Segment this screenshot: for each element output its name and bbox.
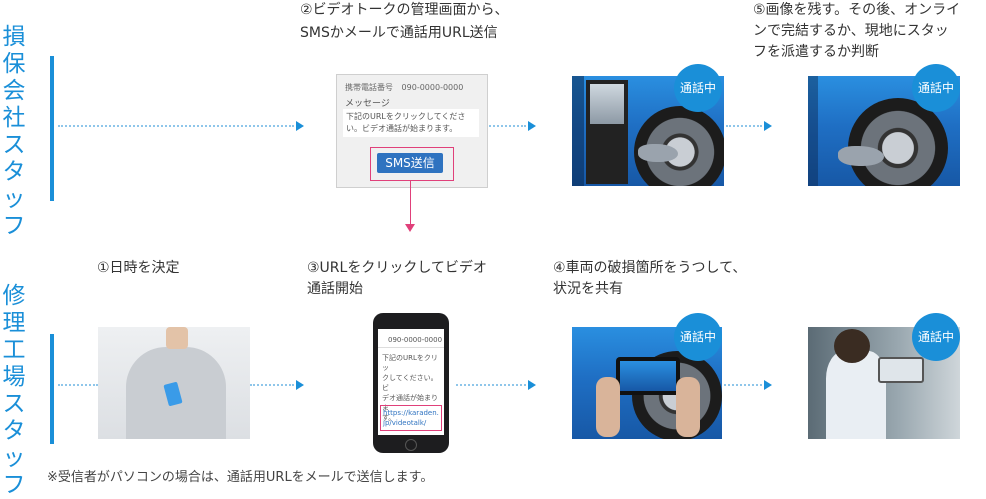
in-call-badge: 通話中 — [912, 64, 960, 112]
captured-image-photo — [808, 76, 960, 186]
url-highlight — [380, 405, 442, 431]
phone-label-text: 携帯電話番号 — [345, 83, 393, 92]
operator-avatar — [590, 84, 624, 124]
person-neck-image — [166, 327, 188, 349]
sms-video-link-line-2: jp/videotalk/ — [383, 419, 427, 427]
phone-number-label: 携帯電話番号 090-0000-0000 — [345, 82, 463, 93]
connector-dots — [58, 384, 98, 386]
sms-send-button[interactable]: SMS送信 — [377, 153, 443, 173]
arrow-right-icon — [296, 380, 304, 390]
step-5-line-2: ンで完結するか、現地にスタッ — [753, 23, 949, 39]
arrow-right-icon — [764, 380, 772, 390]
smartphone-icon — [878, 357, 924, 383]
sms-phone-number: 090-0000-0000 — [388, 336, 443, 344]
step-2-line-2: SMSかメールで通話用URL送信 — [300, 25, 498, 41]
divider — [378, 347, 444, 348]
smartphone: 090-0000-0000 下記のURLをクリッ クしてください。ビ デオ通話が… — [373, 313, 449, 453]
step-1-caption: ①日時を決定 — [97, 260, 180, 276]
staff-viewing-phone-photo — [808, 327, 960, 439]
row-label-repair-staff: 修理工場スタッフ — [2, 283, 26, 498]
arrow-right-icon — [528, 380, 536, 390]
smartphone-screen: 090-0000-0000 下記のURLをクリッ クしてください。ビ デオ通話が… — [378, 329, 444, 435]
step-5-line-1: ⑤画像を残す。その後、オンライ — [753, 2, 961, 18]
message-text-line-2: い。ビデオ通話が始まります。 — [346, 124, 458, 133]
in-call-badge: 通話中 — [674, 313, 722, 361]
message-text-line-1: 下記のURLをクリックしてくださ — [346, 112, 466, 121]
step-4-line-2: 状況を共有 — [553, 281, 623, 297]
sms-video-link[interactable]: https://karaden. jp/videotalk/ — [383, 408, 439, 428]
step-3-line-1: ③URLをクリックしてビデオ — [307, 260, 487, 276]
arrow-right-icon — [764, 121, 772, 131]
connector-dots — [726, 125, 762, 127]
arrow-down-icon — [405, 224, 415, 232]
left-hand-image — [596, 377, 620, 437]
step-5-caption: ⑤画像を残す。その後、オンライ ンで完結するか、現地にスタッ フを派遣するか判断 — [753, 0, 960, 63]
message-textarea[interactable]: 下記のURLをクリックしてくださ い。ビデオ通話が始まります。 — [343, 109, 479, 137]
sms-message-line-4: す。 — [382, 414, 396, 422]
phone-camera-preview — [620, 361, 676, 391]
message-label: メッセージ — [345, 99, 390, 109]
step-3-caption: ③URLをクリックしてビデオ 通話開始 — [307, 258, 487, 300]
row-label-insurance-staff: 損保会社スタッフ — [2, 24, 26, 239]
admin-panel: 携帯電話番号 090-0000-0000 メッセージ 下記のURLをクリックして… — [336, 74, 488, 188]
arrow-right-icon — [296, 121, 304, 131]
operator-video-tile — [586, 80, 628, 184]
video-sidebar — [572, 76, 584, 186]
right-hand-image — [676, 377, 700, 437]
step-2-caption: ②ビデオトークの管理画面から、 SMSかメールで通話用URL送信 — [300, 0, 509, 44]
repair-staff-photo — [98, 327, 250, 439]
home-button-icon — [405, 439, 417, 451]
connector-dots — [724, 384, 762, 386]
gloved-hand-image — [638, 144, 678, 162]
arrow-right-icon — [528, 121, 536, 131]
connector-dots — [456, 384, 526, 386]
step-4-caption: ④車両の破損箇所をうつして、 状況を共有 — [553, 258, 746, 300]
phone-number-value: 090-0000-0000 — [401, 83, 464, 92]
row-bar-repair — [50, 334, 54, 444]
row-bar-insurance — [50, 56, 54, 201]
video-call-screen-photo — [572, 76, 724, 186]
step-2-line-1: ②ビデオトークの管理画面から、 — [300, 2, 509, 18]
in-call-badge: 通話中 — [912, 313, 960, 361]
connector-dots — [58, 125, 294, 127]
phone-in-hand-image — [616, 357, 680, 395]
connector-dots — [486, 125, 526, 127]
sms-message: 下記のURLをクリッ クしてください。ビ デオ通話が始まりま す。 — [382, 353, 444, 423]
step-5-line-3: フを派遣するか判断 — [753, 44, 879, 60]
highlight-connector-line — [410, 180, 411, 224]
footnote: ※受信者がパソコンの場合は、通話用URLをメールで送信します。 — [47, 470, 434, 485]
in-call-badge: 通話中 — [674, 64, 722, 112]
message-text: 下記のURLをクリックしてくださ い。ビデオ通話が始まります。 — [346, 111, 465, 135]
sms-message-line-3: デオ通話が始まりま — [382, 394, 438, 412]
sms-message-line-2: クしてください。ビ — [382, 374, 438, 392]
person-head-image — [834, 329, 870, 363]
sms-video-link-line-1: https://karaden. — [383, 409, 439, 417]
video-sidebar — [808, 76, 818, 186]
sms-message-line-1: 下記のURLをクリッ — [382, 354, 438, 372]
sms-button-highlight — [370, 147, 454, 181]
connector-dots — [250, 384, 294, 386]
step-4-line-1: ④車両の破損箇所をうつして、 — [553, 260, 747, 276]
step-3-line-2: 通話開始 — [307, 281, 363, 297]
gloved-hand-image — [838, 146, 884, 166]
person-shirt-image — [826, 351, 886, 439]
tire-image — [848, 98, 948, 186]
